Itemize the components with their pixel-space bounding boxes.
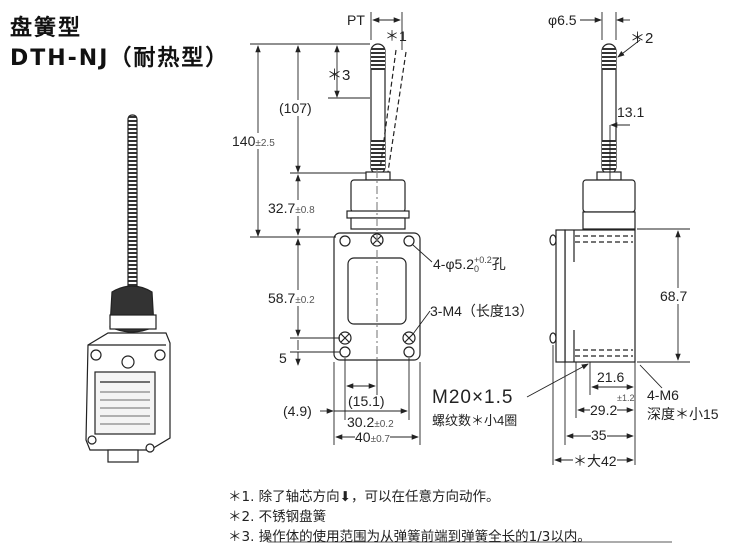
footnote-2: ＊2. 不锈钢盘簧 xyxy=(228,509,327,525)
dim-140-tol: ±2.5 xyxy=(255,138,275,149)
product-type-title: 盘簧型 xyxy=(10,16,83,41)
dim-13-1: 13.1 xyxy=(617,104,645,120)
dim-4-9: (4.9) xyxy=(283,403,312,419)
side-view xyxy=(549,43,636,363)
dim-phi-6-5: φ6.5 xyxy=(548,12,577,28)
dim-140: 140±2.5 xyxy=(232,133,275,149)
note1-marker: ＊1 xyxy=(385,28,407,44)
product-illustration xyxy=(85,114,171,463)
dim-21-6: 21.6 xyxy=(597,369,625,385)
dim-32-7: 32.7±0.8 xyxy=(268,200,315,216)
hole-tol-lower: 0 xyxy=(474,264,480,275)
hole-suffix: 孔 xyxy=(491,256,506,272)
dim-58-7: 58.7±0.2 xyxy=(268,290,315,306)
note3-marker: ＊3 xyxy=(327,67,351,84)
front-view xyxy=(333,43,421,361)
dim-30-2-value: 30.2 xyxy=(347,414,375,430)
footnote-1: ＊1. 除了轴芯方向⬇，可以在任意方向动作。 xyxy=(228,489,500,505)
dim-58-7-value: 58.7 xyxy=(268,290,296,306)
dim-15-1: (15.1) xyxy=(348,393,385,409)
dim-30-2-tol: ±0.2 xyxy=(374,419,394,430)
note2-marker: ＊2 xyxy=(630,30,654,47)
dim-40-tol: ±0.7 xyxy=(370,434,390,445)
hole-tol-upper: +0.2 xyxy=(474,255,492,266)
hole-spec-value: 4-φ5.2 xyxy=(433,256,474,272)
dim-5: 5 xyxy=(279,350,287,366)
dim-29-2: 29.2 xyxy=(590,402,618,418)
dim-58-7-tol: ±0.2 xyxy=(295,295,315,306)
screw-spec: 3-M4（长度13） xyxy=(430,303,534,319)
dim-40-value: 40 xyxy=(355,429,371,445)
dim-32-7-value: 32.7 xyxy=(268,200,296,216)
dim-40: 40±0.7 xyxy=(355,429,390,445)
dim-107: (107) xyxy=(279,100,312,116)
pt-label: PT xyxy=(347,12,365,28)
dim-32-7-tol: ±0.8 xyxy=(295,205,315,216)
thread-count: 螺纹数＊小4圈 xyxy=(432,413,518,428)
thread-spec: M20×1.5 xyxy=(432,387,514,408)
dim-30-2: 30.2±0.2 xyxy=(347,414,394,430)
dim-140-value: 140 xyxy=(232,133,256,149)
model-title: DTH-NJ（耐热型） xyxy=(10,46,230,71)
dim-42: ＊大42 xyxy=(573,451,617,471)
m6-spec: 4-M6 xyxy=(647,387,679,403)
dim-35: 35 xyxy=(591,427,607,443)
footnote-3: ＊3. 操作体的使用范围为从弹簧前端到弹簧全长的1/3以内。 xyxy=(228,529,591,545)
dim-29-2-tol: ±1.2 xyxy=(617,393,635,403)
dim-68-7: 68.7 xyxy=(660,288,688,304)
m6-depth: 深度＊小15 xyxy=(647,406,719,422)
